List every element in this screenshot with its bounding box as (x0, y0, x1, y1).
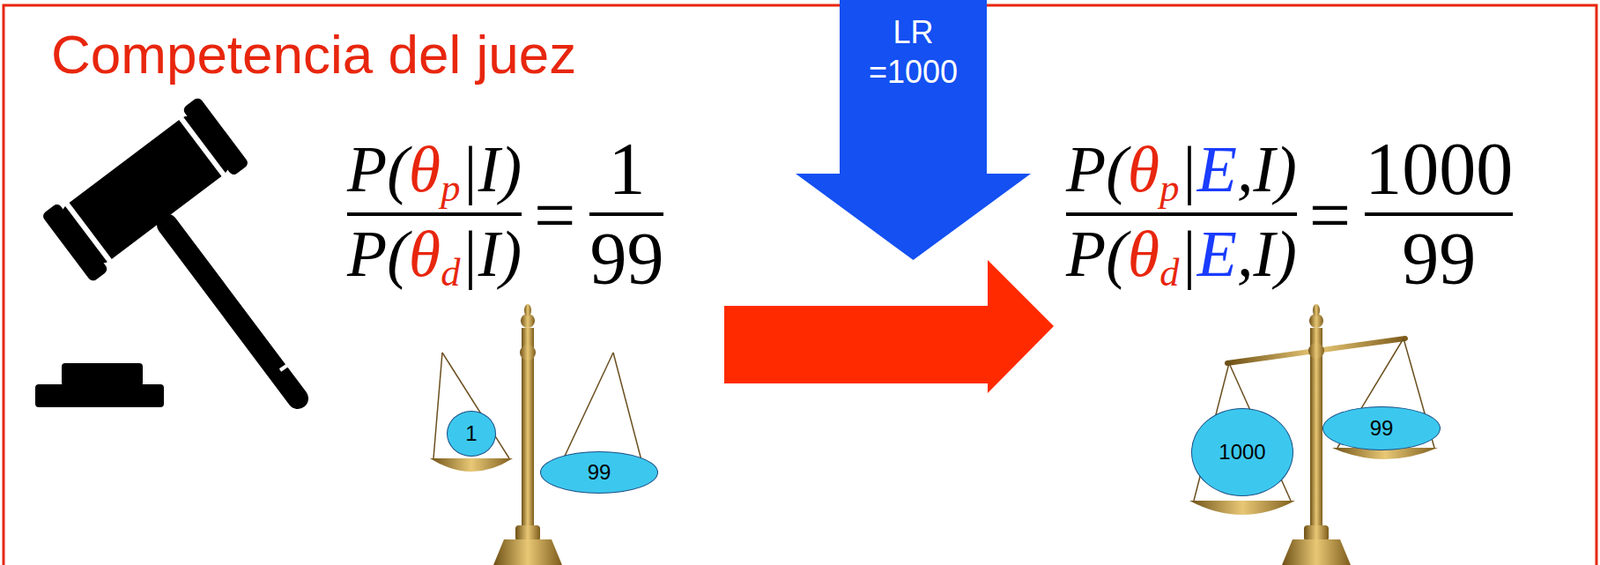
weight-value: 99 (587, 459, 612, 485)
formula-subscript: p (440, 165, 460, 210)
formula-subscript: p (1159, 165, 1179, 210)
slide-title: Competencia del juez (51, 22, 577, 86)
arrow-label: LR =1000 (859, 12, 967, 92)
formula-symbol: θ (408, 217, 441, 290)
fraction: P(θp|I)P(θd|I) (347, 133, 522, 296)
fraction-bar (1066, 212, 1297, 216)
weight-bubble: 1 (446, 410, 497, 457)
weight-bubble: 99 (540, 451, 659, 494)
fraction: 199 (589, 127, 664, 301)
formula-subscript: d (440, 250, 460, 295)
weight-value: 99 (1370, 415, 1394, 441)
formula-text: P(θd|E,I) (1066, 217, 1297, 296)
gavel-icon (35, 96, 298, 408)
number-text: 1 (607, 127, 645, 211)
number-text: 99 (589, 217, 664, 301)
formula-symbol: E (1197, 133, 1238, 206)
weight-value: 1 (465, 421, 477, 446)
number-text: 99 (1401, 217, 1476, 301)
formula-text: P(θp|E,I) (1066, 133, 1297, 211)
weight-bubble: 99 (1322, 406, 1441, 451)
weight-bubble: 1000 (1191, 407, 1294, 497)
slide-frame (3, 5, 1597, 565)
likelihood-arrow: LR =1000 (795, 0, 1031, 260)
equals-sign: = (1309, 174, 1351, 258)
arrow-fill (795, 0, 1031, 260)
formula-symbol: θ (408, 133, 441, 206)
formula-text: P(θp|I) (347, 133, 522, 211)
formula-symbol: θ (1127, 217, 1160, 290)
fraction: 100099 (1364, 127, 1513, 301)
fraction-bar (347, 212, 522, 216)
fraction: P(θp|E,I)P(θd|E,I) (1066, 133, 1297, 296)
red-arrow (724, 259, 1054, 393)
formula-text: P(θd|I) (347, 217, 522, 296)
weight-value: 1000 (1218, 439, 1266, 465)
fraction-bar (589, 212, 664, 216)
formula-symbol: E (1197, 217, 1238, 290)
equals-sign: = (533, 174, 576, 258)
formula-symbol: θ (1127, 133, 1160, 206)
fraction-bar (1364, 212, 1513, 216)
formula-subscript: d (1159, 250, 1179, 295)
balance-scale (429, 303, 649, 565)
number-text: 1000 (1364, 127, 1513, 211)
